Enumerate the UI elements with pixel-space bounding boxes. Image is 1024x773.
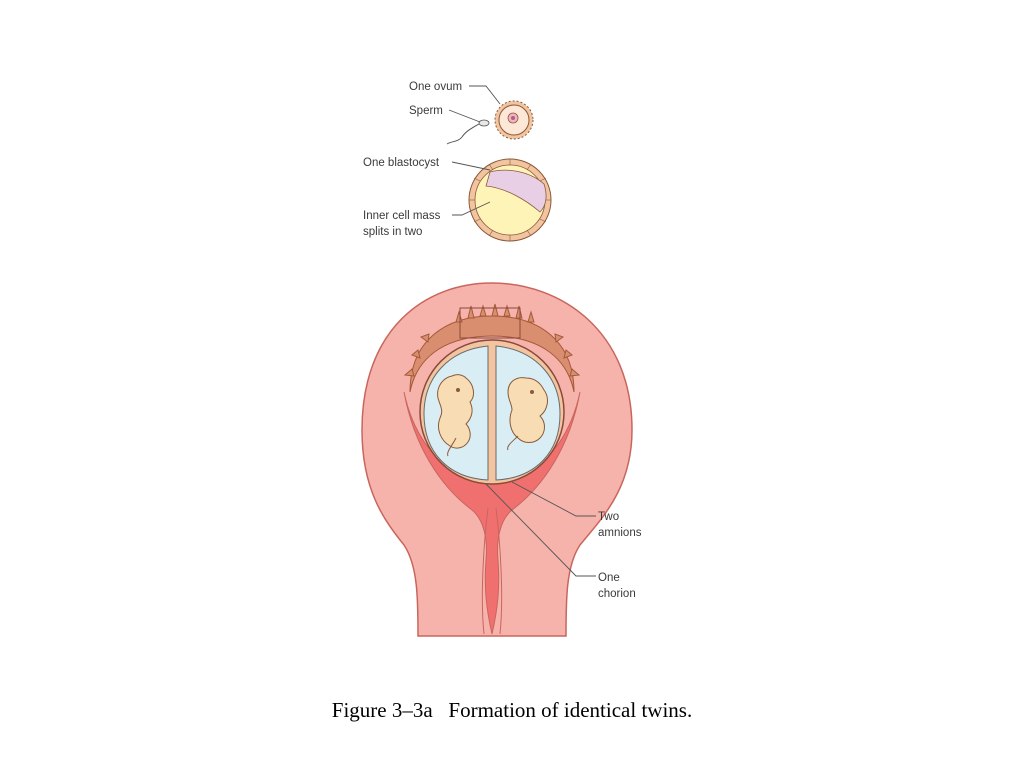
label-two: Two xyxy=(598,511,619,523)
figure-caption: Figure 3–3a Formation of identical twins… xyxy=(331,698,693,722)
label-chorion: chorion xyxy=(598,588,636,600)
uterus-illustration xyxy=(361,282,633,637)
placenta xyxy=(409,315,575,393)
label-one-blastocyst: One blastocyst xyxy=(363,157,440,169)
embryo-left xyxy=(437,374,474,457)
embryo-right xyxy=(507,377,548,451)
label-leader-lines-bottom xyxy=(485,481,596,577)
label-one-ovum: One ovum xyxy=(409,81,462,93)
label-sperm: Sperm xyxy=(409,105,443,117)
sperm-illustration xyxy=(446,119,490,145)
label-one: One xyxy=(598,572,620,584)
label-amnions: amnions xyxy=(598,527,642,539)
ovum-illustration xyxy=(494,100,534,140)
label-splits-in-two: splits in two xyxy=(363,226,422,238)
placenta-highlight-box xyxy=(459,307,521,339)
label-leader-lines-top xyxy=(448,85,501,216)
label-inner-cell-mass: Inner cell mass xyxy=(363,210,441,222)
blastocyst-illustration xyxy=(468,158,552,242)
